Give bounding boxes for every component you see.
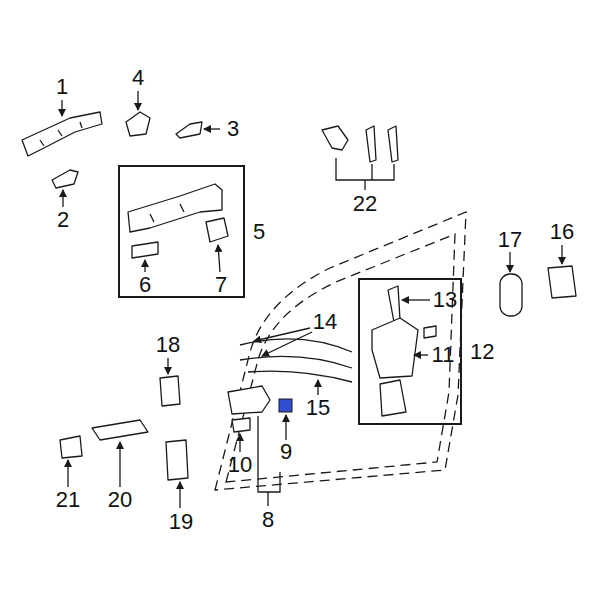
callout-number: 10 <box>228 454 252 476</box>
callout-number: 8 <box>262 509 274 531</box>
callout-number: 17 <box>498 229 522 251</box>
callout-number: 18 <box>156 334 180 356</box>
callout-number: 6 <box>139 274 151 296</box>
callout-number: 9 <box>280 441 292 463</box>
callout-number: 16 <box>550 221 574 243</box>
callout-number: 5 <box>253 221 265 243</box>
callout-number: 7 <box>215 274 227 296</box>
callout-number: 2 <box>57 209 69 231</box>
callout-number: 14 <box>313 311 337 333</box>
callout-number: 1 <box>56 76 68 98</box>
callout-number: 13 <box>433 289 457 311</box>
callout-number: 12 <box>470 341 494 363</box>
callout-number: 15 <box>306 397 330 419</box>
callout-number: 3 <box>227 118 239 140</box>
callout-number: 21 <box>56 489 80 511</box>
callout-number: 20 <box>108 489 132 511</box>
callout-number: 11 <box>432 344 455 366</box>
callout-number: 22 <box>353 193 377 215</box>
callout-number: 19 <box>169 511 193 533</box>
callout-number: 4 <box>132 67 144 89</box>
